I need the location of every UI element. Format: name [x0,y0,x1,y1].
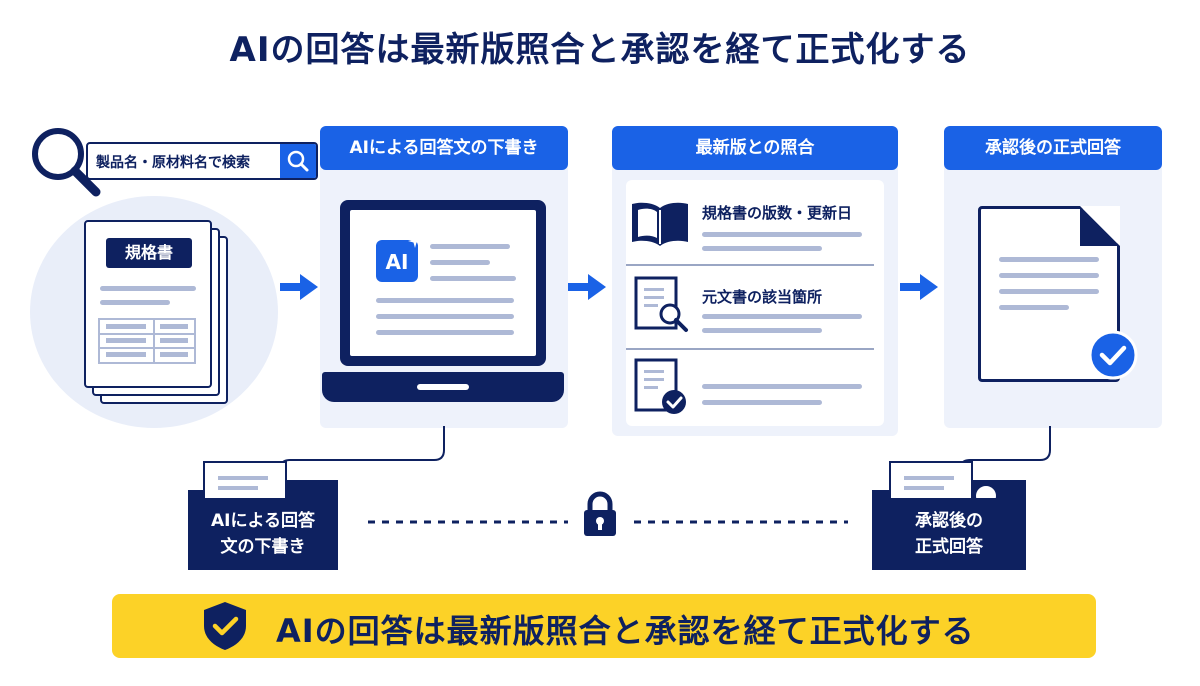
checkmark-badge-icon [1088,330,1138,380]
laptop-screen: AI [350,210,536,356]
text-line [999,305,1069,310]
text-line [376,314,514,319]
text-line [702,232,862,237]
text-line [100,286,196,291]
divider [626,348,874,350]
stage-draft-header: AIによる回答文の下書き [320,126,568,170]
laptop-icon: AI [340,200,546,366]
secure-link-line [368,520,848,524]
approved-folder-label: 承認後の 正式回答 [915,511,983,557]
spec-badge: 規格書 [106,238,192,268]
page-corner-icon [1080,206,1120,246]
open-book-icon [632,202,688,246]
text-line [376,330,514,335]
divider [626,264,874,266]
approved-folder-icon [872,461,1026,570]
text-line [376,298,514,303]
stage-verify-header: 最新版との照合 [612,126,898,170]
sparkle-icon [408,234,422,248]
text-line [702,314,862,319]
document-magnifier-icon [634,276,688,332]
text-line [702,328,822,333]
banner-text: AIの回答は最新版照合と承認を経て正式化する [276,612,975,650]
text-line [100,300,170,305]
search-input[interactable]: 製品名・原材料名で検索 [86,142,318,180]
search-button[interactable] [280,144,316,178]
text-line [999,257,1099,262]
text-line [702,400,822,405]
text-line [999,289,1099,294]
text-line [430,260,490,265]
page-title: AIの回答は最新版照合と承認を経て正式化する [229,30,971,70]
search-icon [287,150,309,172]
text-line [999,273,1099,278]
document-check-icon [634,358,686,414]
draft-folder-icon [188,461,338,570]
text-line [702,384,862,389]
approved-document-icon [978,206,1120,382]
verification-card: 規格書の版数・更新日 元文書の該当箇所 [626,180,884,426]
arrow-icon [280,274,318,300]
text-line [430,276,516,281]
verify-item-source: 元文書の該当箇所 [702,288,823,306]
search-input-text: 製品名・原材料名で検索 [96,155,250,171]
shield-check-icon [204,602,246,650]
text-line [702,246,822,251]
magnifier-icon [32,128,101,197]
table-graphic [98,318,196,364]
laptop-notch [417,384,469,390]
summary-banner: AIの回答は最新版照合と承認を経て正式化する [112,594,1096,658]
arrow-icon [900,274,938,300]
ai-badge: AI [376,240,418,282]
lock-icon [584,491,616,536]
draft-folder-label: AIによる回答 文の下書き [211,511,315,557]
text-line [430,244,510,249]
verify-item-version: 規格書の版数・更新日 [702,204,853,222]
arrow-icon [568,274,606,300]
stage-approved-header: 承認後の正式回答 [944,126,1162,170]
